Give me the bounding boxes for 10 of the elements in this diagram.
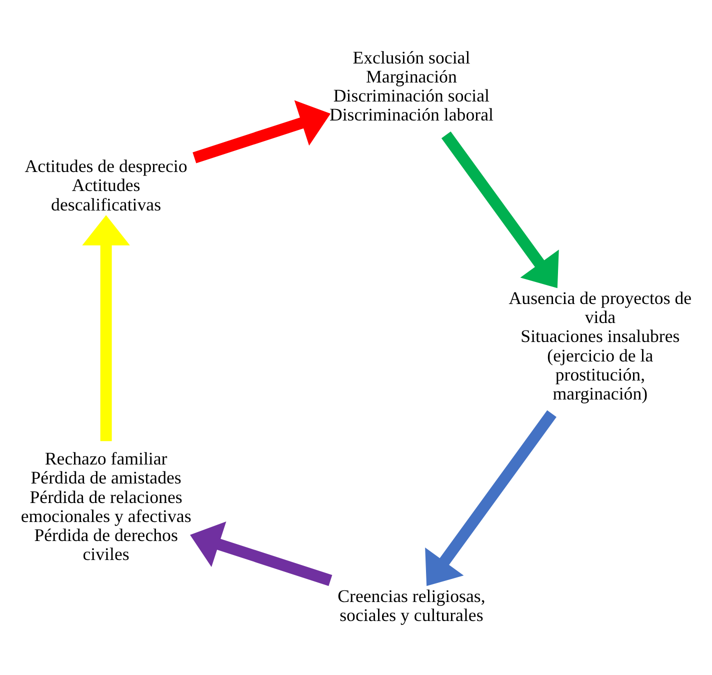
arrow <box>190 522 332 586</box>
node-text: Ausencia de proyectos de vida Situaciones insalubres (ejercicio de la prostitución, marginación) <box>508 288 692 404</box>
node-text: Creencias religiosas, sociales y culturales <box>338 586 486 626</box>
arrow <box>441 132 559 288</box>
arrow <box>82 215 130 442</box>
arrow <box>425 410 556 586</box>
node-text: Actitudes de desprecio Actitudes descalificativas <box>24 156 188 214</box>
node-text: Exclusión social Marginación Discriminación social Discriminación laboral <box>329 47 494 125</box>
node-text: Rechazo familiar Pérdida de amistades Pérdida de relaciones emocionales y afectivas Pérdida de derechos civiles <box>20 448 192 564</box>
arrow <box>192 100 331 164</box>
